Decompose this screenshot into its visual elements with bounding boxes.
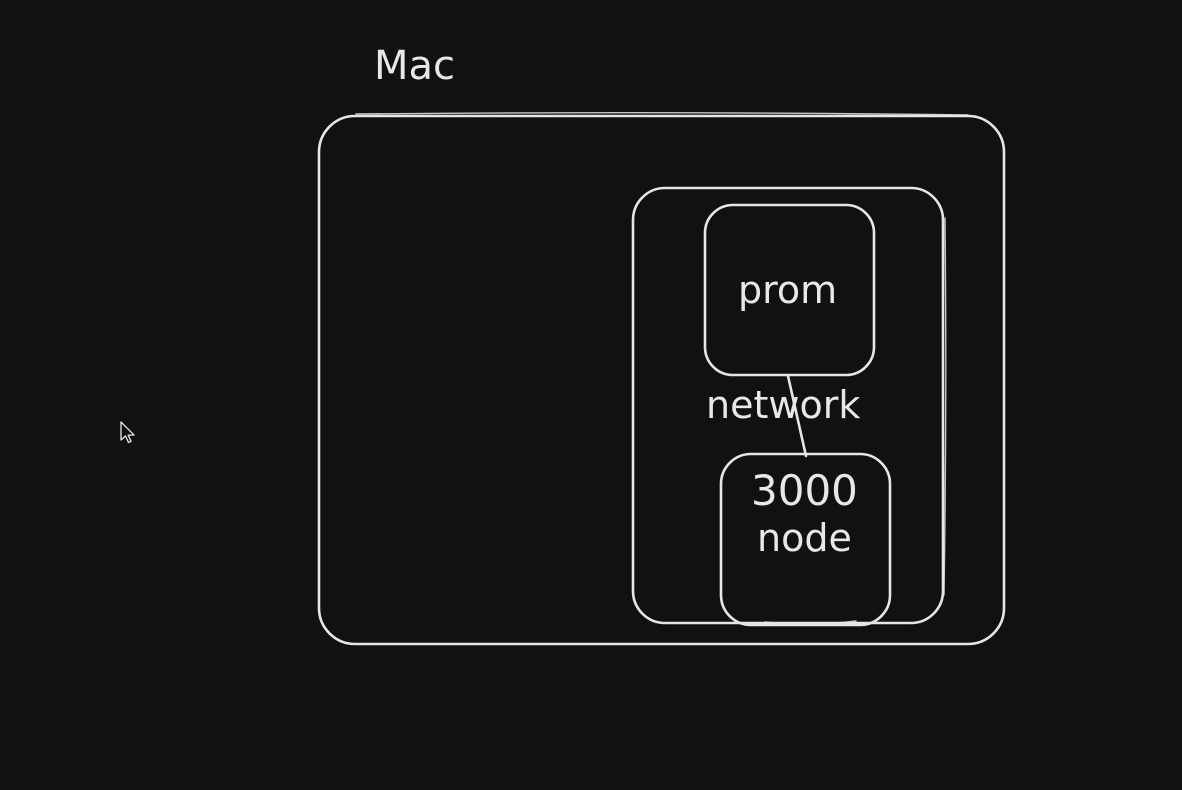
network-box[interactable] <box>631 186 947 625</box>
prom-box[interactable] <box>703 203 876 377</box>
prom-node-connector[interactable] <box>786 374 808 458</box>
mouse-pointer-icon <box>120 421 135 444</box>
mac-label: Mac <box>374 43 455 89</box>
network-label: network <box>706 383 860 427</box>
prom-label: prom <box>738 268 837 312</box>
port-label: 3000 <box>751 466 858 515</box>
node-label: node <box>757 516 852 560</box>
mac-box[interactable] <box>317 112 1006 646</box>
